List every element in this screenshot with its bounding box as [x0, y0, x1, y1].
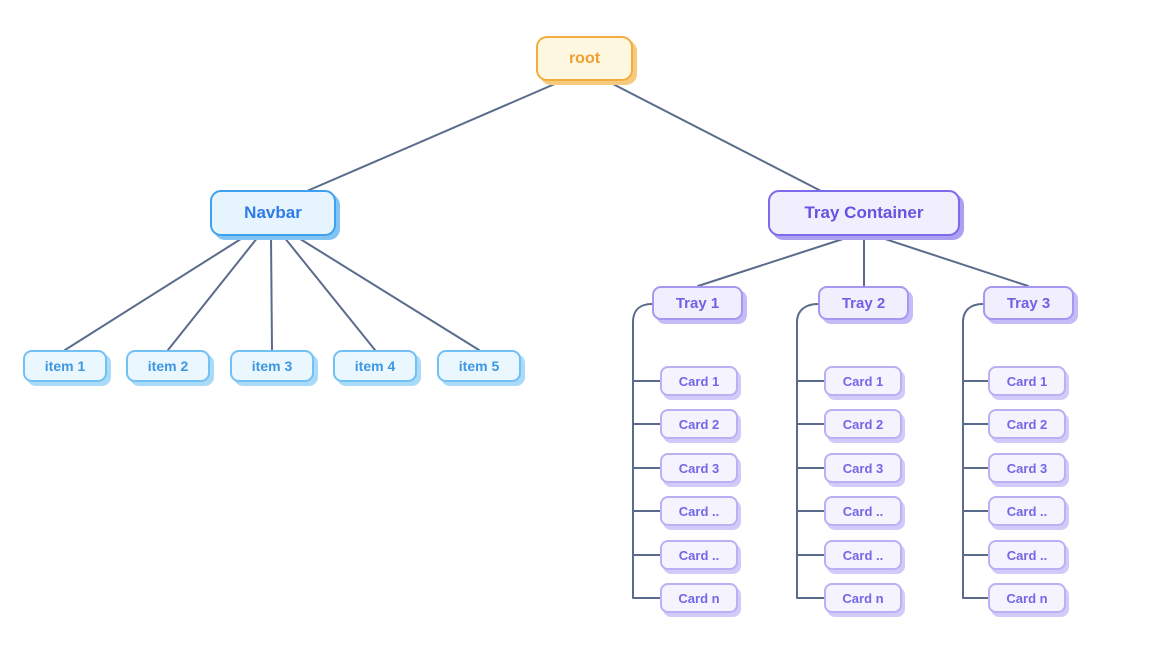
edge-navbar-item-4 — [283, 236, 376, 351]
edge-navbar-item-2 — [167, 236, 259, 351]
node-item-2: item 2 — [126, 350, 210, 382]
node-tray1-card-3: Card 3 — [660, 453, 738, 483]
node-tray2-card-n: Card n — [824, 583, 902, 613]
edge-tc-tray-1 — [697, 237, 847, 287]
node-item-1: item 1 — [23, 350, 107, 382]
node-tray3-card-2: Card 2 — [988, 409, 1066, 439]
node-tray2-card-2: Card 2 — [824, 409, 902, 439]
edge-navbar-item-5 — [296, 236, 480, 351]
edge-navbar-item-1 — [64, 236, 245, 351]
node-tray-container: Tray Container — [768, 190, 960, 236]
node-tray3-card-3: Card 3 — [988, 453, 1066, 483]
node-tray3-card-1: Card 1 — [988, 366, 1066, 396]
edge-navbar-item-3 — [270, 236, 273, 351]
node-tray2-card-1: Card 1 — [824, 366, 902, 396]
node-tray2-card-3: Card 3 — [824, 453, 902, 483]
node-item-3: item 3 — [230, 350, 314, 382]
node-tray-3: Tray 3 — [983, 286, 1074, 320]
node-tray1-card-n: Card n — [660, 583, 738, 613]
node-navbar: Navbar — [210, 190, 336, 236]
node-tray1-card-5: Card .. — [660, 540, 738, 570]
edge-tc-tray-3 — [881, 237, 1029, 287]
node-item-4: item 4 — [333, 350, 417, 382]
edge-root-tray-container — [610, 82, 822, 192]
node-item-5: item 5 — [437, 350, 521, 382]
node-tray1-card-2: Card 2 — [660, 409, 738, 439]
node-tray2-card-5: Card .. — [824, 540, 902, 570]
node-root: root — [536, 36, 633, 81]
node-tray1-card-4: Card .. — [660, 496, 738, 526]
edge-tray1-cards — [632, 303, 661, 599]
node-tray3-card-5: Card .. — [988, 540, 1066, 570]
node-tray1-card-1: Card 1 — [660, 366, 738, 396]
node-tray3-card-n: Card n — [988, 583, 1066, 613]
node-tray-1: Tray 1 — [652, 286, 743, 320]
node-tray3-card-4: Card .. — [988, 496, 1066, 526]
node-tray-2: Tray 2 — [818, 286, 909, 320]
edge-tray2-cards — [796, 303, 825, 599]
node-tray2-card-4: Card .. — [824, 496, 902, 526]
edge-root-navbar — [306, 82, 558, 192]
edge-tray3-cards — [962, 303, 989, 599]
